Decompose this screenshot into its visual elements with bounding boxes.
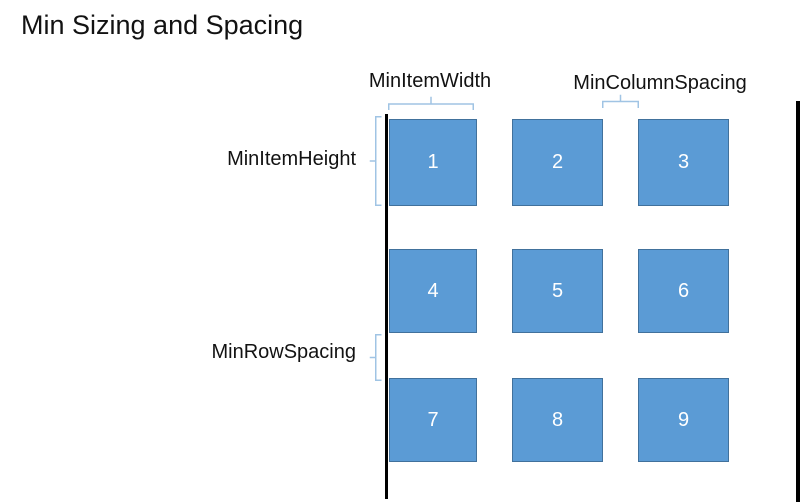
grid-item-7: 7 [389,378,477,462]
min-column-spacing-label: MinColumnSpacing [573,72,747,94]
grid-item-8: 8 [512,378,603,462]
min-column-spacing-brace-icon [602,94,639,108]
left-edge-guide-line [385,114,388,499]
grid-item-2: 2 [512,119,603,206]
min-row-spacing-brace-icon [369,334,382,381]
right-edge-guide-line [796,101,800,502]
grid-item-6: 6 [638,249,729,333]
min-row-spacing-label: MinRowSpacing [211,341,356,363]
grid-item-5: 5 [512,249,603,333]
grid-item-4: 4 [389,249,477,333]
min-item-width-label: MinItemWidth [368,70,492,92]
min-item-height-label: MinItemHeight [227,148,356,170]
grid-item-1: 1 [389,119,477,206]
page-title: Min Sizing and Spacing [21,10,304,40]
min-item-width-brace-icon [388,96,474,110]
grid-item-3: 3 [638,119,729,206]
min-item-height-brace-icon [369,116,382,206]
grid-item-9: 9 [638,378,729,462]
